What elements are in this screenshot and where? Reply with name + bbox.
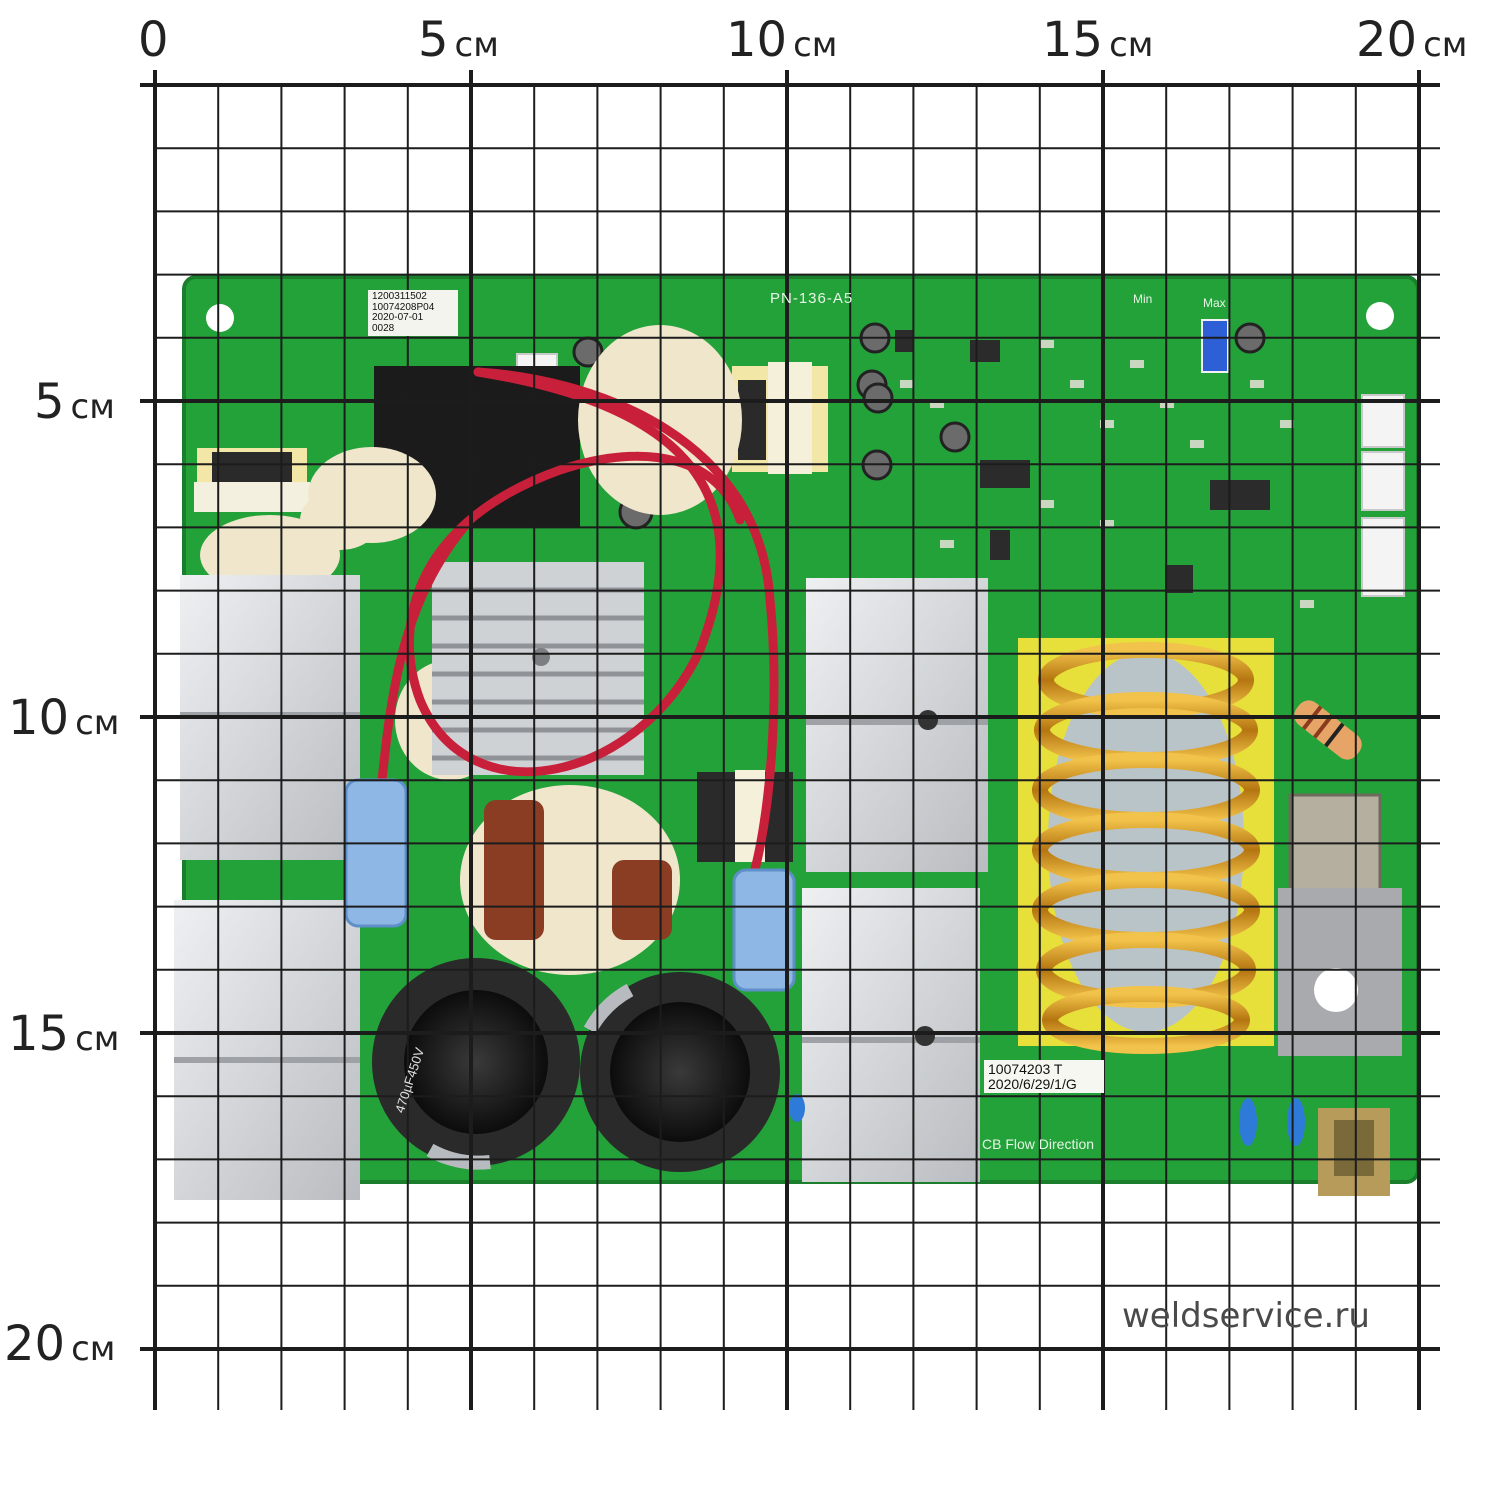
crimp-terminals [344,778,796,992]
transformer-t3 [732,362,828,474]
label-line: 0028 [372,322,395,334]
mount-hole [1366,302,1394,330]
trimmer-potentiometer [1201,319,1229,373]
toroidal-choke [1018,638,1274,1054]
watermark: weldservice.ru [1122,1296,1370,1336]
label-line: 2020/6/29/1/G [988,1075,1077,1092]
ruler-top-label-0: 0 [138,12,169,68]
fuse-holder [1278,793,1402,1056]
label-line: 10074203 T [988,1061,1063,1077]
y-capacitors [789,1094,1305,1146]
serial-label-bottom: 10074203 T 2020/6/29/1/G [984,1060,1104,1094]
flow-direction-label: CB Flow Direction [982,1136,1095,1152]
label-line: 10074208P04 [372,301,435,313]
measurement-grid [140,70,1440,1410]
transformer-t4 [194,448,310,512]
pcb-min-label: Min [1133,292,1153,306]
mount-hole [206,304,234,332]
bulk-capacitors [372,958,780,1172]
label-line: 1200311502 [372,291,427,302]
pcb-max-label: Max [1203,296,1226,310]
pcb-model-silkscreen: PN-136-A5 [770,290,854,307]
film-capacitors [484,800,672,940]
connectors [516,353,1405,597]
label-line: 2020-07-01 [372,312,424,323]
smd-resistors [900,340,1314,608]
screw-terminal [1318,1108,1390,1196]
transformer-small [697,770,793,862]
serial-label-top: 1200311502 10074208P04 2020-07-01 0028 [368,290,458,336]
